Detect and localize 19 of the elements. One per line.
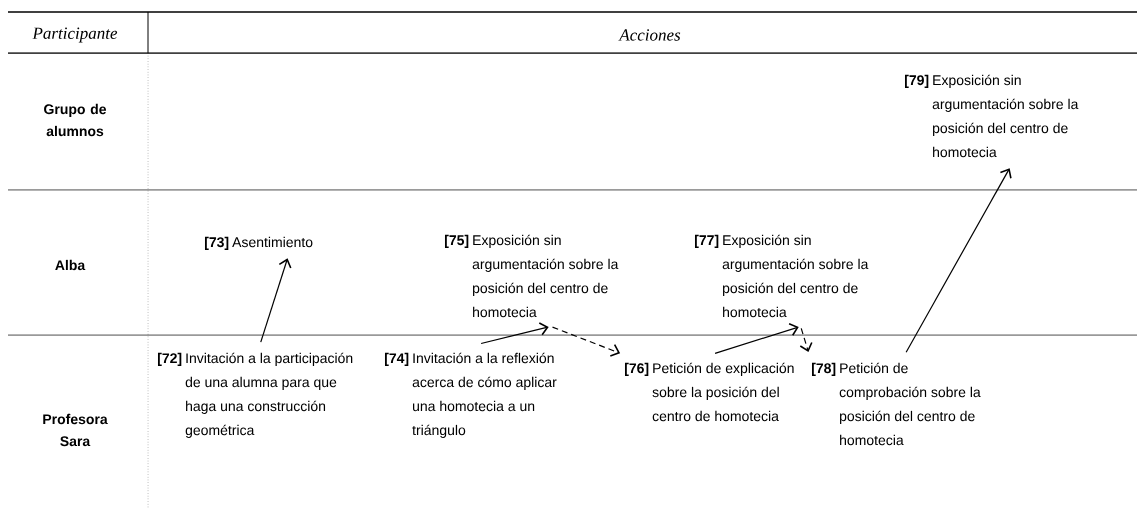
arrow xyxy=(799,327,813,353)
column-header: Acciones xyxy=(618,29,681,41)
action-text: [78] Petición de comprobación sobre la posición del centro de homotecia xyxy=(812,362,981,446)
row-header: Grupo de alumnos xyxy=(44,103,107,137)
action-text: [79] Exposición sin argumentación sobre la posición del centro de homotecia xyxy=(905,74,1079,158)
arrow xyxy=(714,322,799,354)
action-text: [75] Exposición sin argumentación sobre la posición del centro de homotecia xyxy=(445,234,619,318)
arrow xyxy=(260,258,292,343)
arrow xyxy=(480,322,549,345)
column-header: Participante xyxy=(32,27,118,43)
arrow xyxy=(905,168,1012,353)
action-text: [72] Invitación a la participación de una alumna para que haga una construcción geométrica xyxy=(158,352,353,438)
action-text: [76] Petición de explicación sobre la posición del centro de homotecia xyxy=(625,362,794,422)
row-header: Alba xyxy=(55,259,86,271)
row-header: Profesora Sara xyxy=(43,413,108,447)
action-text: [77] Exposición sin argumentación sobre la posición del centro de homotecia xyxy=(695,234,869,318)
action-text: [74] Invitación a la reflexión acerca de cómo aplicar una homotecia a un triángulo xyxy=(385,352,557,438)
arrow xyxy=(551,326,621,357)
action-text: [73] Asentimiento xyxy=(205,236,313,250)
